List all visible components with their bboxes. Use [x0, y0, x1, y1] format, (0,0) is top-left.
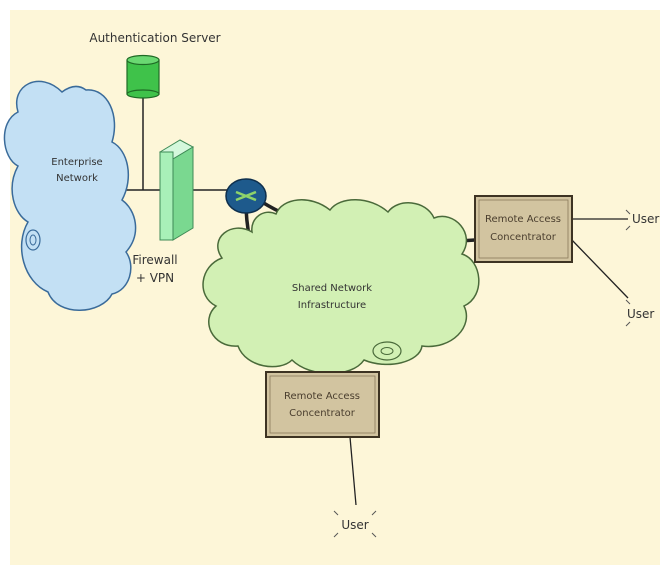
user-right-bottom-marker	[625, 299, 631, 327]
firewall-label-line1: Firewall	[132, 253, 177, 267]
enterprise-label-line1: Enterprise	[51, 157, 102, 168]
shared-label-line2: Infrastructure	[298, 300, 366, 311]
router-icon	[225, 178, 267, 214]
bottom-concentrator-box	[265, 371, 380, 438]
concentrator-user-link-2	[569, 237, 629, 299]
shared-label-line1: Shared Network	[292, 283, 372, 294]
shared-cloud-donut-inner	[380, 347, 394, 355]
shared-network-cloud	[202, 199, 480, 375]
right-concentrator-label-line2: Concentrator	[490, 232, 557, 243]
user-right-top-label: User	[632, 212, 659, 226]
authentication-server-label: Authentication Server	[89, 31, 220, 45]
right-concentrator-box	[474, 195, 573, 263]
enterprise-cloud-lump-inner	[29, 234, 37, 246]
user-right-top-marker	[625, 209, 631, 231]
user-right-bottom-label: User	[627, 307, 654, 321]
enterprise-label-line2: Network	[56, 173, 98, 184]
firewall-label-line2: + VPN	[136, 271, 174, 285]
shared-cloud-donut	[372, 341, 402, 361]
user-bottom-marker	[333, 510, 377, 538]
concentrator-user-link-3	[349, 436, 357, 506]
enterprise-network-cloud	[3, 80, 137, 311]
bottom-concentrator-label-line2: Concentrator	[289, 408, 356, 419]
authentication-server-icon	[126, 54, 160, 99]
right-concentrator-label-line1: Remote Access	[485, 214, 561, 225]
firewall-icon	[158, 139, 195, 241]
enterprise-cloud-lump	[25, 229, 41, 251]
user-bottom-label: User	[341, 518, 368, 532]
bottom-concentrator-label-line1: Remote Access	[284, 391, 360, 402]
